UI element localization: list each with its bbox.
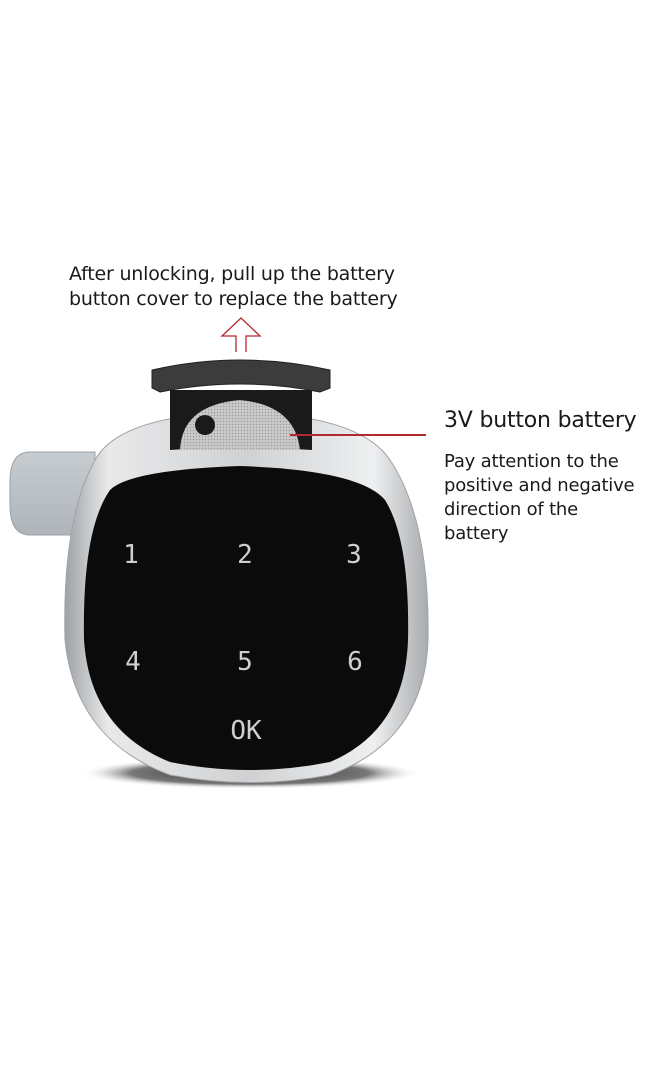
key-2[interactable]: 2 [237,540,253,570]
up-arrow-icon [220,317,262,352]
callout-body: Pay attention to the positive and negati… [444,451,635,544]
battery-cover-cap [151,359,331,393]
cam-bolt [9,451,96,536]
callout-title: 3V button battery [444,408,637,433]
battery-cell [180,400,300,450]
keypad-panel [83,466,409,770]
key-6[interactable]: 6 [347,647,363,677]
key-5[interactable]: 5 [237,647,253,677]
top-caption: After unlocking, pull up the battery but… [69,263,398,310]
key-3[interactable]: 3 [346,540,362,570]
key-ok[interactable]: OK [230,716,262,746]
key-4[interactable]: 4 [125,647,141,677]
battery-clip [195,415,215,435]
key-1[interactable]: 1 [123,540,139,570]
callout-leader-line [290,434,426,436]
